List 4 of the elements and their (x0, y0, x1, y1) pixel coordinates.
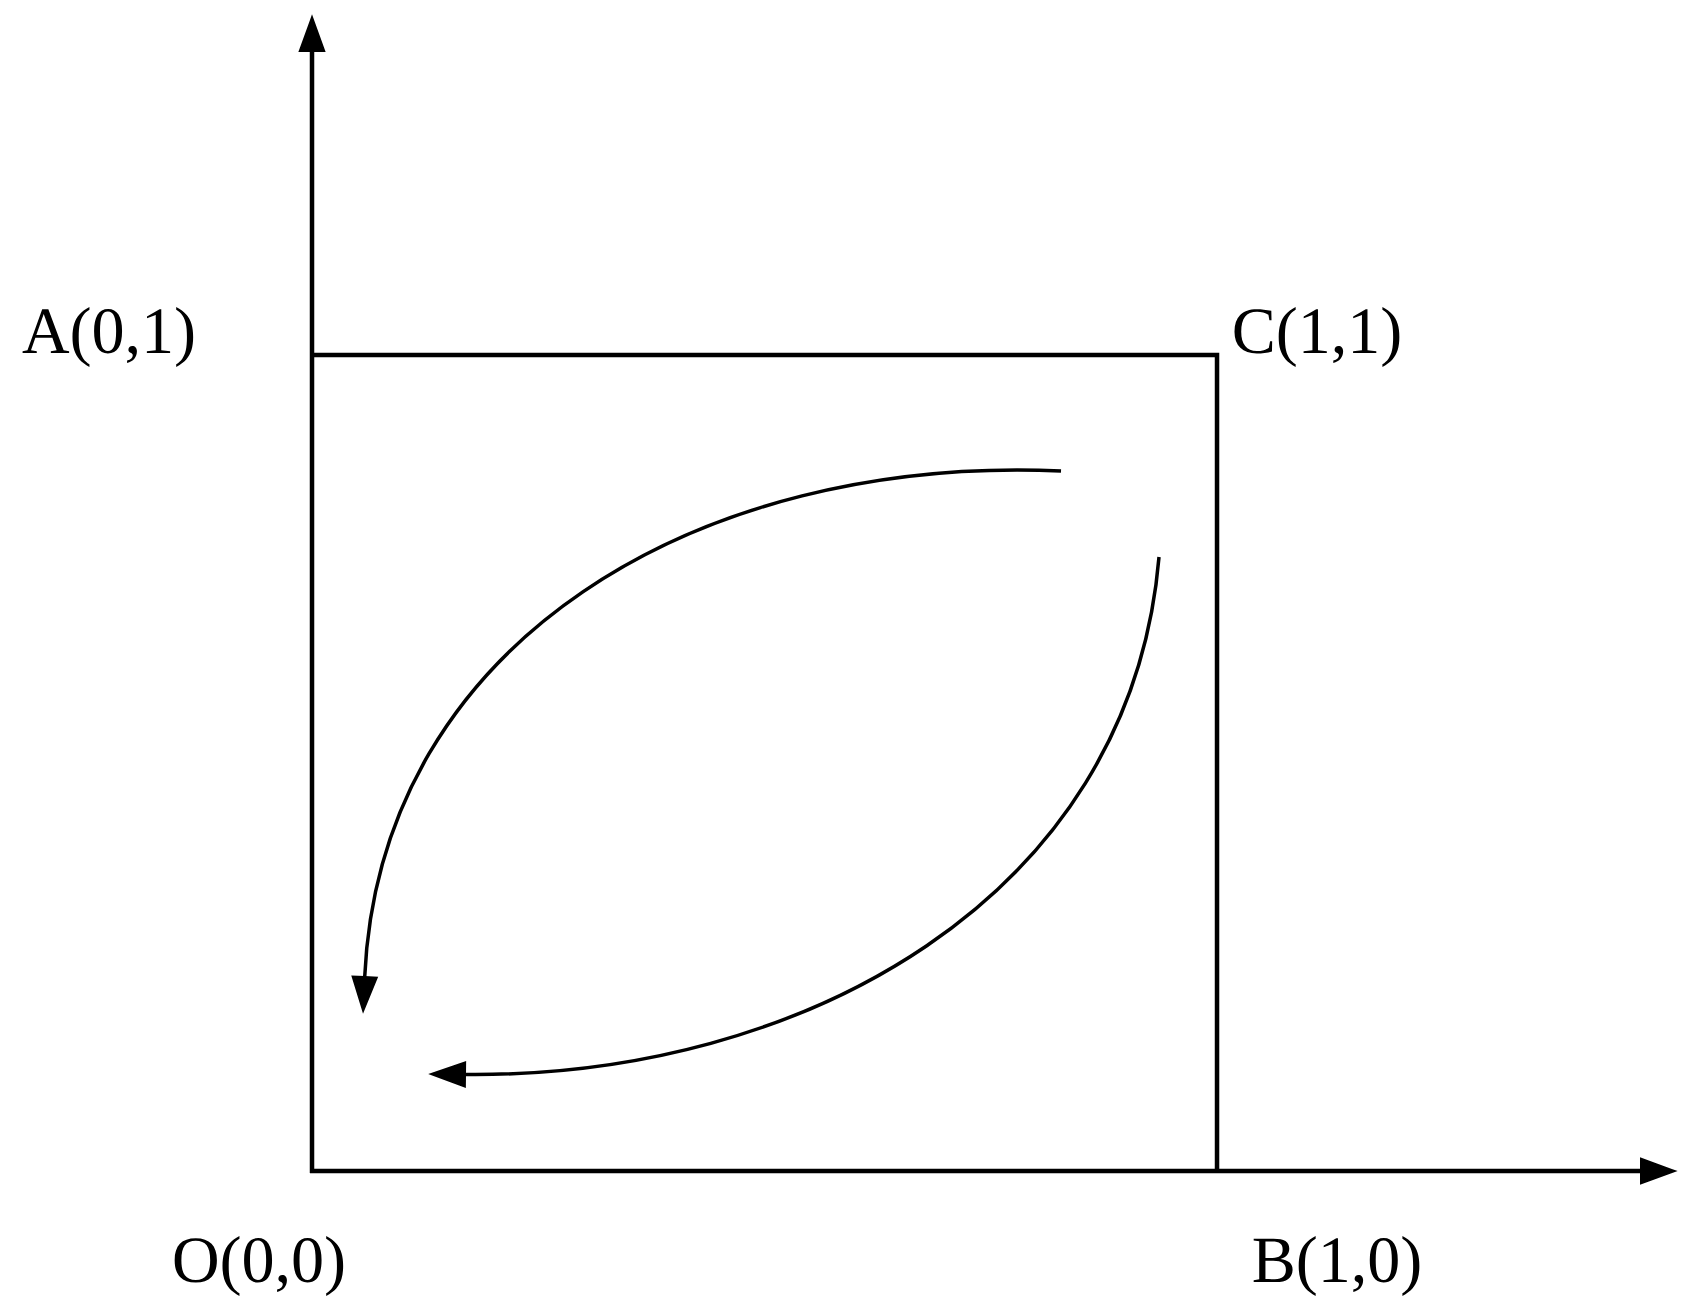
point-label: O(0,0) (174, 1236, 344, 1296)
point-label: A(0,1) (22, 307, 194, 367)
point-label: B(1,0) (1253, 1236, 1420, 1296)
point-label: C(1,1) (1234, 307, 1400, 367)
